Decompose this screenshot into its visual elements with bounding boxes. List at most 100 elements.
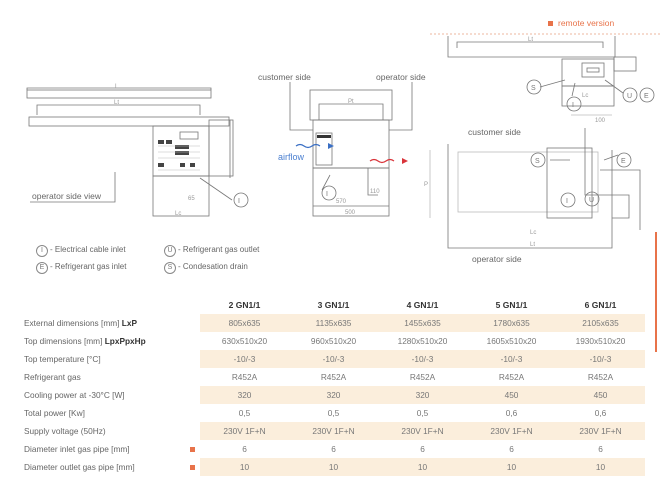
operator-side-view-drawing [26,87,249,217]
row-label: Refrigerant gas [24,368,184,386]
table-cell: 2105x635 [556,314,645,332]
table-cell: 960x510x20 [310,336,357,346]
table-cell: 450 [556,386,645,404]
dim-lc-top: Lc [582,93,588,99]
remote-version-text: remote version [558,18,615,28]
spec-table: 2 GN1/1 3 GN1/1 4 GN1/1 5 GN1/1 6 GN1/1 … [24,296,645,476]
table-cell: 230V 1F+N [556,422,645,440]
row-label: Top temperature [°C] [24,350,184,368]
dim-570: 570 [336,199,347,205]
marker-i-3: I [572,102,574,109]
row-label-text: Diameter outlet gas pipe [mm] [24,462,135,472]
legend-item: U- Refrigerant gas outlet [164,245,259,257]
row-label: Diameter inlet gas pipe [mm] [24,440,184,458]
table-cell: 10 [378,458,467,476]
table-cell: 0,5 [416,408,429,418]
remote-marker-cell [184,404,200,422]
row-label-text: Top dimensions [mm] [24,336,105,346]
table-cell: 0,6 [594,408,607,418]
table-cell: R452A [409,372,436,382]
table-cell: 0,5 [327,408,340,418]
remote-side-drawing [447,36,655,112]
remote-marker-cell [184,458,200,476]
dim-500: 500 [345,210,356,216]
operator-side-view-label: operator side view [32,191,102,201]
table-cell: 450 [467,386,556,404]
dim-100: 100 [595,118,606,124]
table-cell: 6 [331,444,336,454]
row-label: Total power [Kw] [24,404,184,422]
table-cell: 630x510x20 [221,336,268,346]
table-cell: R452A [587,372,614,382]
marker-s-2: S [535,158,540,165]
row-label-text: External dimensions [mm] [24,318,122,328]
table-cell: 1455x635 [378,314,467,332]
remote-version-label: remote version [548,18,614,28]
marker-u: U [627,93,632,100]
row-label-text: Supply voltage (50Hz) [24,426,106,436]
row-label: Top dimensions [mm] LpxPpxHp [24,332,184,350]
marker-i: I [238,198,240,205]
cross-section-drawing [289,82,413,217]
table-cell: -10/-3 [467,350,556,368]
remote-marker-icon [189,465,195,470]
table-cell: -10/-3 [378,350,467,368]
remote-marker-cell [184,350,200,368]
legend-text: - Electrical cable inlet [50,245,126,254]
row-label: Diameter outlet gas pipe [mm] [24,458,184,476]
dim-lc-plan: Lc [530,230,536,236]
dim-110: 110 [370,189,380,195]
column-header: 4 GN1/1 [406,300,439,310]
table-cell: 6 [598,444,603,454]
symbol-icon: U [164,245,176,257]
table-cell: 10 [556,458,645,476]
legend-text: - Condesation drain [178,262,248,271]
dim-p: P [424,182,428,188]
table-cell: -10/-3 [556,350,645,368]
dim-lt-top: Lt [528,37,533,43]
row-label: Cooling power at -30°C [W] [24,386,184,404]
dim-pt: Pt [348,99,354,105]
header-blank [184,296,200,314]
dim-lt: Lt [114,100,119,106]
marker-i-2: I [326,191,328,198]
row-label-symbol: LpxPpxHp [104,336,146,346]
table-cell: 1135x635 [289,314,378,332]
accent-bar [655,232,657,352]
table-cell: 10 [467,458,556,476]
legend-item: E- Refrigerant gas inlet [36,262,126,274]
marker-s: S [531,85,536,92]
table-cell: 6 [242,444,247,454]
legend-text: - Refrigerant gas outlet [178,245,260,254]
table-cell: 320 [200,386,289,404]
plan-view-drawing [429,114,641,249]
symbol-icon: S [164,262,176,274]
table-cell: 230V 1F+N [467,422,556,440]
remote-marker-icon [189,447,195,452]
table-row: Top dimensions [mm] LpxPpxHp 630x510x20 96… [24,332,645,350]
airflow-label: airflow [278,152,305,162]
row-label-symbol: LxP [121,318,137,328]
table-cell: 1930x510x20 [575,336,626,346]
table-cell: 320 [378,386,467,404]
table-cell: 320 [289,386,378,404]
operator-side-plan-label: operator side [472,254,522,264]
table-cell: 10 [200,458,289,476]
marker-i-4: I [566,198,568,205]
legend-item: I- Electrical cable inlet [36,245,126,257]
row-label-text: Refrigerant gas [24,372,81,382]
row-label: External dimensions [mm] LxP [24,314,184,332]
remote-marker-cell [184,314,200,332]
remote-marker-cell [184,332,200,350]
table-cell: 230V 1F+N [289,422,378,440]
remote-marker-cell [184,386,200,404]
row-label: Supply voltage (50Hz) [24,422,184,440]
table-cell: 1280x510x20 [397,336,448,346]
remote-marker-cell [184,422,200,440]
customer-side-label: customer side [258,72,311,82]
